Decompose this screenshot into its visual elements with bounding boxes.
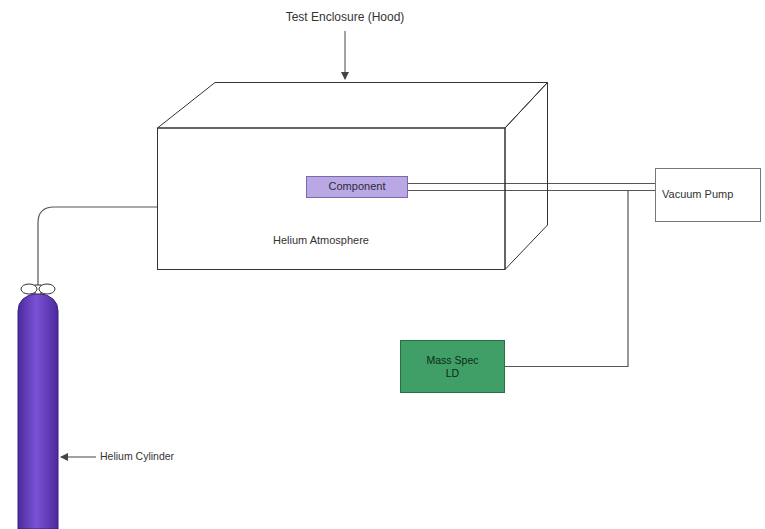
helium-hose xyxy=(38,207,157,286)
hood-top-face xyxy=(158,83,548,129)
node-label: Test Enclosure (Hood) xyxy=(215,10,475,24)
cylinder-body xyxy=(18,293,58,529)
node-label: Component xyxy=(329,180,386,193)
hood-front-face xyxy=(158,128,506,270)
node-outline xyxy=(14,281,62,529)
component-box: Component xyxy=(306,176,408,198)
vacuum-line xyxy=(408,187,655,188)
node-label: Mass Spec LD xyxy=(422,354,484,379)
cylinder-leader-arrow xyxy=(61,457,96,458)
valve-knob xyxy=(39,284,55,294)
sample-line xyxy=(505,187,655,367)
connector-line xyxy=(38,207,157,286)
hood-side-face xyxy=(505,83,548,270)
test-enclosure: Test Enclosure (Hood)Helium AtmosphereCo… xyxy=(157,82,548,270)
mass-spec-box: Mass Spec LD xyxy=(400,340,505,393)
node-label: Helium Cylinder xyxy=(100,450,174,463)
pipe-wall xyxy=(408,183,655,191)
vacuum-pump-box: Vacuum Pump xyxy=(655,168,761,222)
helium-cylinder: Helium Cylinder xyxy=(14,281,62,529)
node-label: Helium Atmosphere xyxy=(273,234,369,247)
valve-knob xyxy=(21,284,37,294)
pipe-bore xyxy=(408,184,655,190)
connector-line xyxy=(505,187,655,367)
hood-leader-arrow xyxy=(345,31,346,79)
node-label: Vacuum Pump xyxy=(662,188,733,201)
